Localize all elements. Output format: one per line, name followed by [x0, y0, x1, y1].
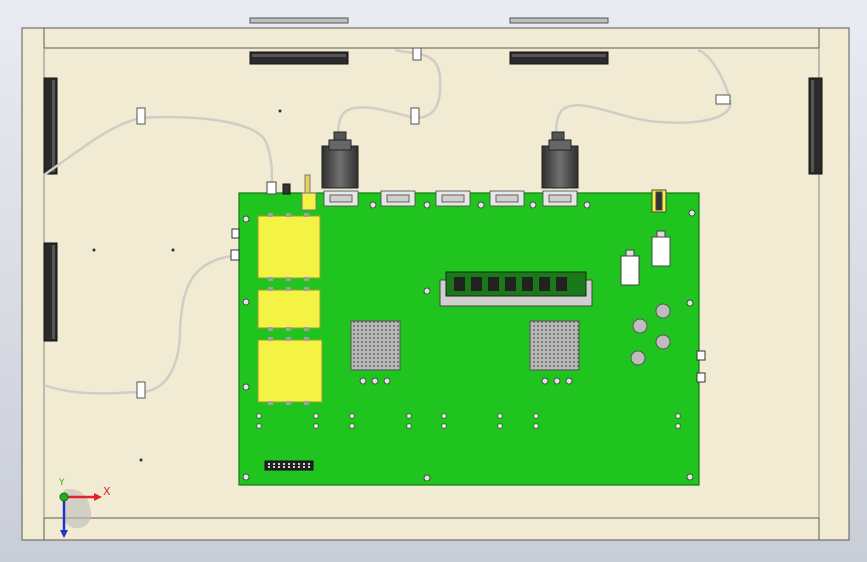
cable-plugs	[321, 131, 579, 189]
edge-connectors	[230, 228, 706, 383]
top-rail	[43, 27, 820, 49]
enclosure-screws	[92, 109, 282, 462]
power-modules	[257, 215, 323, 403]
y-axis-dot	[59, 492, 69, 502]
fans	[43, 51, 823, 342]
mounting-holes	[242, 201, 696, 482]
db9-2	[380, 190, 416, 207]
left-rail	[21, 27, 45, 541]
serial-connectors	[323, 190, 578, 207]
axis-triad: X Y	[50, 478, 111, 542]
memory-slot	[439, 271, 593, 307]
db9-3	[435, 190, 471, 207]
db9-5	[542, 190, 578, 207]
relays	[620, 189, 671, 286]
db9-1	[323, 190, 359, 207]
db9-4	[489, 190, 525, 207]
pin-header	[264, 460, 314, 471]
cable-clips	[136, 47, 731, 399]
module-pins	[268, 213, 309, 405]
x-axis-label: X	[103, 485, 111, 498]
test-points	[256, 413, 681, 429]
right-rail	[818, 27, 850, 541]
top-handles	[249, 17, 609, 24]
small-top-parts	[266, 174, 317, 211]
capacitors	[630, 303, 671, 366]
y-axis-label: Y	[59, 478, 65, 488]
bga-chips	[350, 320, 580, 371]
bottom-rail	[43, 517, 820, 541]
